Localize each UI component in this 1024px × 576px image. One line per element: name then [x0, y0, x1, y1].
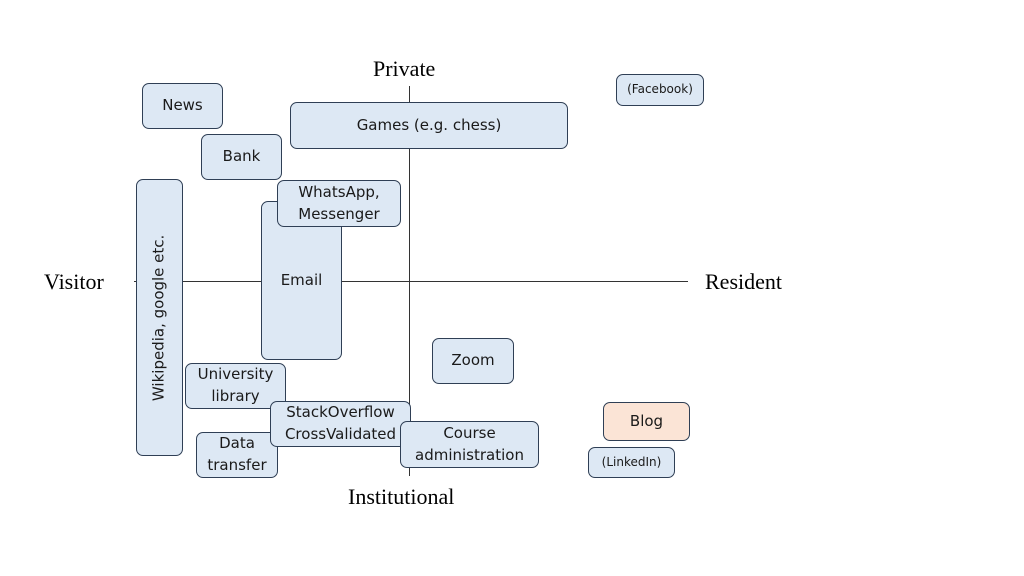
linkedin-label: (LinkedIn): [601, 454, 662, 469]
zoom-box: Zoom: [432, 338, 514, 384]
games-box: Games (e.g. chess): [290, 102, 568, 149]
university-label-line1: University: [197, 365, 274, 384]
blog-box: Blog: [603, 402, 690, 441]
course-label-line1: Course: [443, 423, 496, 442]
stackoverflow-label-line1: StackOverflow: [286, 403, 395, 422]
stackoverflow-label-line2: CrossValidated: [284, 425, 397, 443]
course-label-line2: administration: [415, 445, 524, 464]
data-transfer-box: Data transfer: [196, 432, 278, 478]
university-library-box: University library: [185, 363, 286, 409]
university-label-line2: library: [211, 387, 260, 405]
facebook-label: (Facebook): [627, 82, 693, 97]
whatsapp-label-line1: WhatsApp,: [298, 182, 380, 201]
whatsapp-messenger-box: WhatsApp, Messenger: [277, 180, 401, 227]
blog-label: Blog: [629, 411, 664, 430]
stackoverflow-crossvalidated-box: StackOverflow CrossValidated: [270, 401, 411, 447]
news-label: News: [162, 96, 203, 115]
bank-box: Bank: [201, 134, 282, 180]
course-administration-box: Course administration: [400, 421, 539, 468]
games-label: Games (e.g. chess): [356, 115, 502, 134]
zoom-label: Zoom: [451, 351, 495, 370]
axis-label-resident: Resident: [705, 269, 782, 294]
data-transfer-label-line2: transfer: [207, 456, 267, 474]
facebook-box: (Facebook): [616, 74, 704, 106]
email-label: Email: [280, 270, 323, 289]
email-box: Email: [261, 201, 342, 360]
data-transfer-label-line1: Data: [219, 434, 255, 453]
linkedin-box: (LinkedIn): [588, 447, 675, 478]
axis-label-institutional: Institutional: [348, 484, 455, 509]
axis-label-visitor: Visitor: [44, 269, 104, 294]
horizontal-axis-line: [134, 281, 688, 282]
news-box: News: [142, 83, 223, 129]
wikipedia-box: Wikipedia, google etc.: [136, 179, 183, 456]
axis-label-private: Private: [373, 56, 436, 81]
bank-label: Bank: [222, 147, 261, 166]
wikipedia-label: Wikipedia, google etc.: [149, 234, 168, 401]
whatsapp-label-line2: Messenger: [298, 204, 380, 223]
